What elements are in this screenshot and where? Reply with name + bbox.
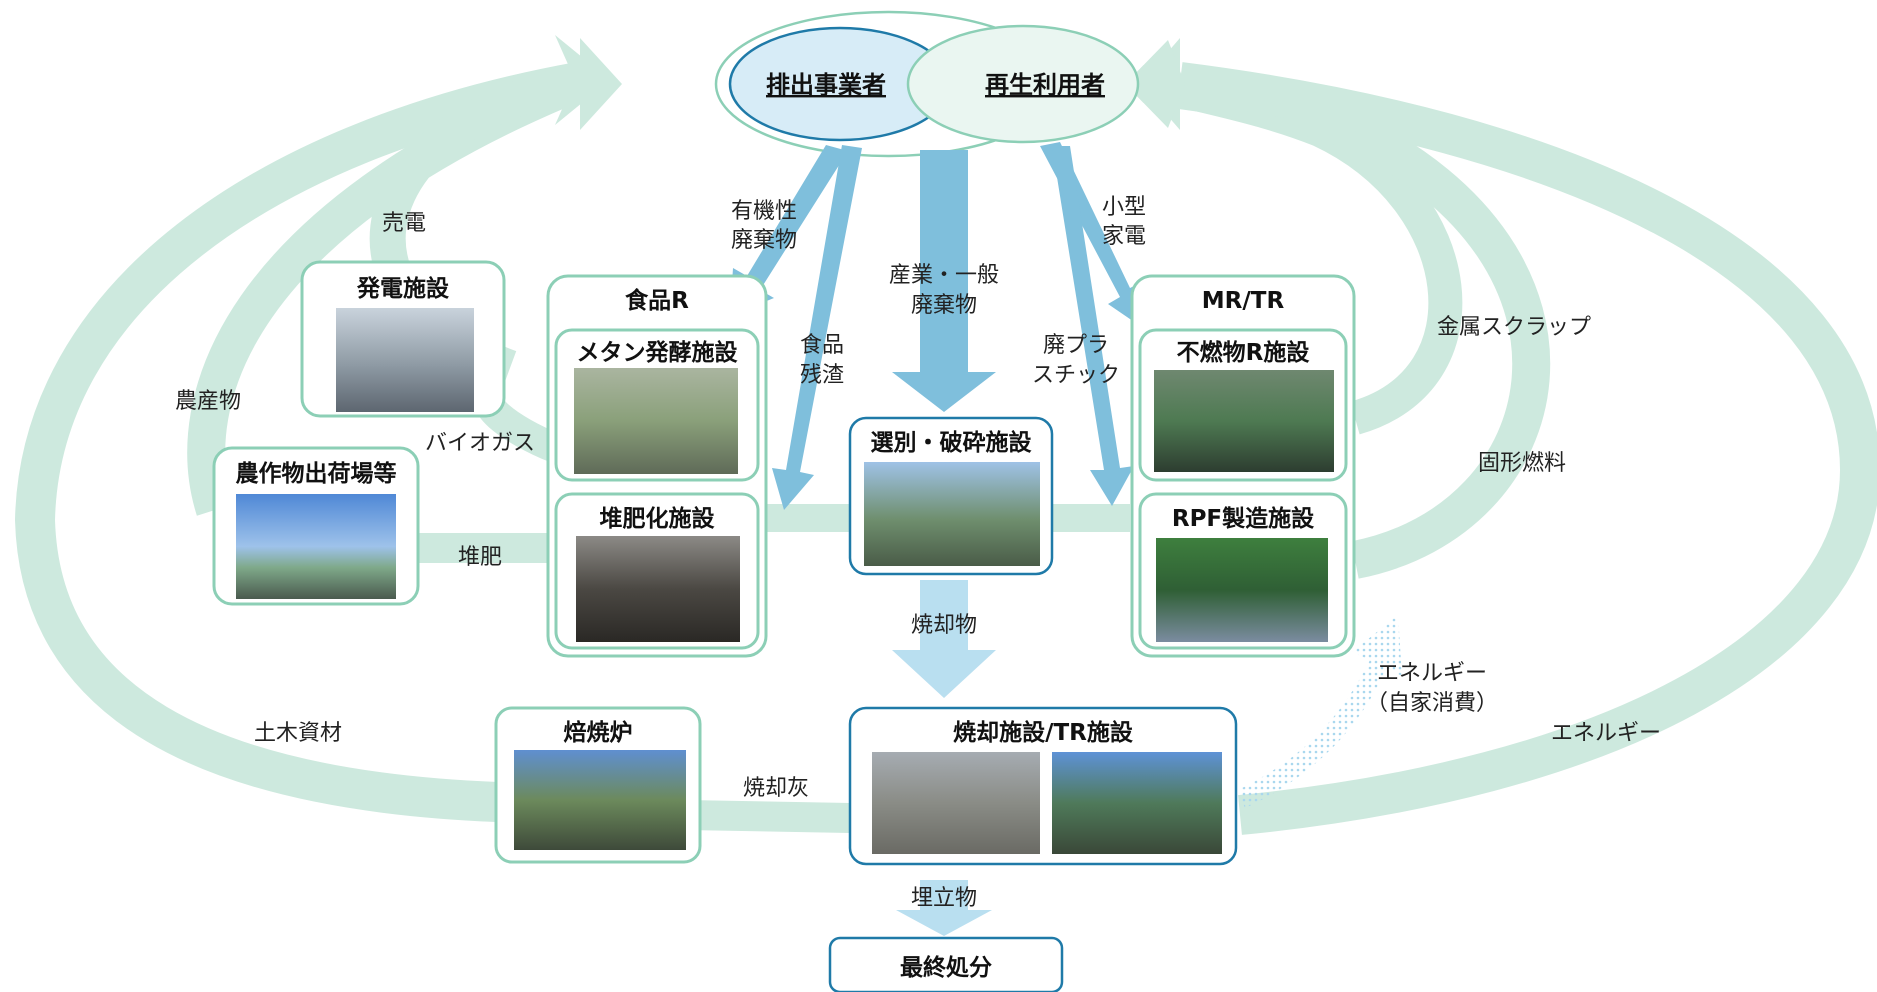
photo-compost (576, 536, 740, 642)
cycle-arrow-ash (685, 800, 851, 833)
facility-incineration: 焼却施設/TR施設 (848, 706, 1238, 866)
cycle-arrow-energy (1177, 62, 1877, 835)
arrow-organic-waste (730, 145, 848, 316)
facility-group-food-r: 食品R メタン発酵施設 堆肥化施設 (546, 274, 768, 658)
final-disposal-title: 最終処分 (900, 954, 992, 981)
arrow-industrial-waste (892, 150, 996, 412)
facility-agri-shipping-title: 農作物出荷場等 (236, 460, 397, 487)
label-food-residue-1: 食品 (800, 333, 844, 358)
photo-roaster (514, 750, 686, 850)
facility-power: 発電施設 (300, 260, 506, 418)
label-industrial-waste-1: 産業・一般 (889, 263, 999, 288)
label-metal-scrap: 金属スクラップ (1437, 315, 1591, 340)
label-energy-self-1: エネルギー (1377, 661, 1487, 686)
blue-arrows (730, 142, 1146, 510)
facility-methane-title: メタン発酵施設 (577, 339, 739, 366)
label-organic-waste-2: 廃棄物 (731, 228, 797, 253)
photo-sorting (864, 462, 1040, 566)
ellipse-user (906, 24, 1140, 144)
flow-labels: 有機性 廃棄物 産業・一般 廃棄物 小型 家電 食品 残渣 廃プラ スチック 焼… (175, 195, 1661, 911)
arrow-waste-plastic (1052, 146, 1134, 506)
label-small-appliances-2: 家電 (1102, 224, 1146, 249)
facility-power-title: 発電施設 (356, 275, 450, 302)
arrowhead-right-top (1125, 40, 1185, 128)
facility-group-mrtr: MR/TR 不燃物R施設 RPF製造施設 (1130, 274, 1356, 658)
facility-roaster: 焙焼炉 (494, 706, 702, 864)
emitter-label: 排出事業者 (766, 71, 886, 99)
label-energy-self-2: （自家消費） (1366, 691, 1498, 716)
arrow-food-residue (772, 145, 862, 510)
label-agri-products: 農産物 (175, 389, 241, 414)
facility-rpf-title: RPF製造施設 (1172, 505, 1315, 532)
label-solid-fuel: 固形燃料 (1478, 451, 1566, 476)
arrow-incinerated (892, 580, 996, 698)
user-label: 再生利用者 (985, 71, 1105, 99)
label-energy: エネルギー (1551, 721, 1661, 746)
facility-agri-shipping: 農作物出荷場等 (212, 446, 420, 606)
label-civil-material: 土木資材 (254, 721, 342, 746)
label-small-appliances-1: 小型 (1102, 195, 1146, 220)
facility-sorting-title: 選別・破砕施設 (871, 429, 1033, 456)
mrtr-group-title: MR/TR (1202, 288, 1285, 314)
facility-sorting: 選別・破砕施設 (848, 416, 1054, 576)
arrowhead-left (580, 38, 622, 130)
label-electricity-sale: 売電 (382, 211, 426, 236)
facility-noncombustible-title: 不燃物R施設 (1177, 339, 1311, 366)
cycle-arrowheads (555, 35, 1185, 130)
arrow-landfill (896, 880, 992, 936)
photo-rpf (1156, 538, 1328, 642)
label-industrial-waste-2: 廃棄物 (911, 293, 977, 318)
facility-final-disposal: 最終処分 (828, 936, 1064, 992)
light-arrows (892, 580, 996, 936)
food-r-group-title: 食品R (625, 287, 689, 314)
label-landfill: 埋立物 (911, 886, 977, 911)
photo-power-plant (336, 308, 474, 412)
photo-incineration-2 (1052, 752, 1222, 854)
central-actors: 排出事業者 再生利用者 (714, 10, 1140, 158)
photo-methane (574, 368, 738, 474)
label-organic-waste-1: 有機性 (731, 199, 797, 224)
photo-noncombustible (1154, 370, 1334, 472)
facility-roaster-title: 焙焼炉 (564, 719, 633, 746)
label-incinerated: 焼却物 (911, 613, 977, 638)
photo-incineration-1 (872, 752, 1040, 854)
cycle-arrow-civil-material (14, 62, 582, 822)
label-biogas: バイオガス (425, 431, 535, 456)
facility-compost-title: 堆肥化施設 (600, 505, 716, 532)
label-waste-plastic-1: 廃プラ (1043, 333, 1109, 358)
label-compost: 堆肥 (458, 545, 502, 570)
photo-agri-shipping (236, 494, 396, 599)
label-food-residue-2: 残渣 (800, 363, 844, 388)
label-waste-plastic-2: スチック (1032, 363, 1120, 388)
label-incineration-ash: 焼却灰 (743, 776, 809, 801)
dotted-arrow-energy-self (1238, 615, 1402, 808)
facility-incineration-title: 焼却施設/TR施設 (953, 719, 1134, 746)
